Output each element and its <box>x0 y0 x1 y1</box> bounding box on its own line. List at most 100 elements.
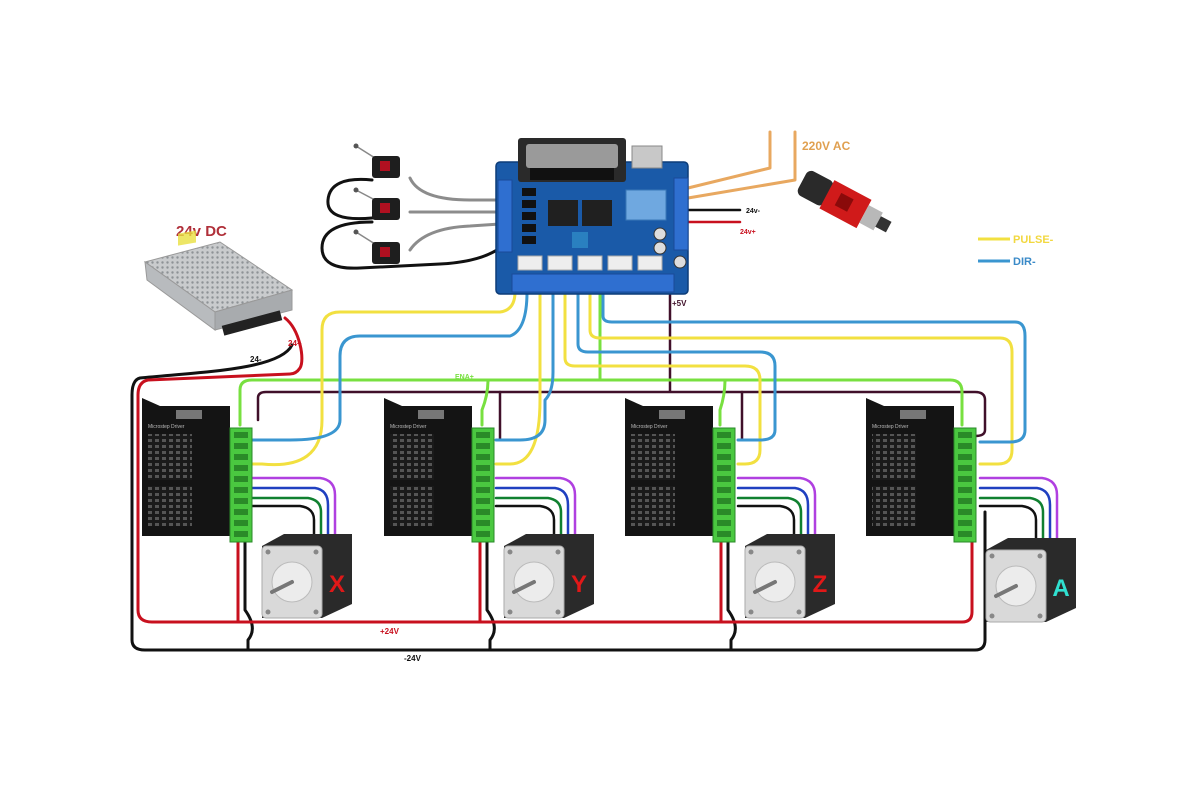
motor-wires-z <box>736 476 817 542</box>
power-supply-front <box>214 289 293 331</box>
five-volt-wire <box>256 288 987 438</box>
motor-x: X <box>261 534 352 619</box>
driver-terminal-block <box>229 427 253 543</box>
relay-neg-label: 24v- <box>746 208 761 215</box>
driver-terminal-block <box>712 427 736 543</box>
motor-wires-y <box>494 476 577 542</box>
driver-dip-switch <box>900 410 926 419</box>
motor-shaft <box>994 584 1018 598</box>
capacitor-1 <box>653 227 667 241</box>
driver-name: Microstep Driver <box>872 424 909 430</box>
driver-setting-table <box>148 434 192 480</box>
legend-pulse-label: PULSE- <box>1013 234 1054 246</box>
motor-axis-letter: Y <box>571 571 587 598</box>
driver-dip-switch <box>418 410 444 419</box>
pos24-bus-wire <box>136 316 974 624</box>
pos-terminal-label: 24+ <box>288 339 302 348</box>
motor-wires-a <box>978 476 1059 547</box>
neg24-drop-x <box>243 510 254 652</box>
dir-wire-x <box>250 290 529 442</box>
limit-switch-y <box>353 187 400 220</box>
dir-wire-z <box>576 290 777 442</box>
limit-switch-x <box>353 143 400 178</box>
ena-drop-y <box>480 378 490 427</box>
driver-dip-switch <box>176 410 202 419</box>
driver-terminal-block <box>953 427 977 543</box>
stepper-drivers: Microstep Driver Microstep Driver Microste… <box>142 398 977 543</box>
dir-wire-y <box>494 290 555 442</box>
neg24-drop-z <box>726 510 737 652</box>
motor-shaft <box>512 580 536 594</box>
driver-setting-table <box>872 434 916 480</box>
driver-current-table <box>631 486 675 526</box>
spindle-collet <box>875 216 892 233</box>
optocouplers <box>522 188 536 244</box>
ac-wire-1 <box>686 130 772 190</box>
neg24-bus-label: -24V <box>404 654 422 663</box>
ac-label: 220V AC <box>802 139 851 153</box>
ena-wire <box>238 288 964 427</box>
legend-dir-label: DIR- <box>1013 256 1036 268</box>
limit-common-wire <box>320 177 502 270</box>
breakout-board: +5V <box>495 138 689 308</box>
spindle-nose <box>859 205 883 231</box>
relay <box>625 189 667 221</box>
limit-switch-z <box>353 229 400 264</box>
limit-switches <box>353 143 400 264</box>
motor-y: Y <box>503 534 594 619</box>
power-supply-terminal-block <box>221 310 283 336</box>
driver-name: Microstep Driver <box>631 424 668 430</box>
motor-shaft <box>753 580 777 594</box>
ic-3 <box>572 232 588 248</box>
left-terminal-block <box>497 179 513 253</box>
pulse-wire-a <box>588 290 1014 466</box>
limit-signal-wire-1 <box>408 176 502 202</box>
bottom-terminal-block <box>511 273 675 293</box>
usb-port <box>631 145 663 169</box>
motor-a: A <box>985 538 1076 623</box>
driver-x: Microstep Driver <box>142 398 253 543</box>
driver-dip-switch <box>659 410 685 419</box>
legend: PULSE- DIR- <box>978 234 1054 268</box>
neg24-bus-wire <box>130 343 987 652</box>
driver-setting-table <box>390 434 434 480</box>
ena-drop-z <box>718 378 727 427</box>
driver-current-table <box>148 486 192 526</box>
driver-current-table <box>390 486 434 526</box>
driver-z: Microstep Driver <box>625 398 736 543</box>
five-volt-label: +5V <box>672 299 687 308</box>
spindle-back <box>797 170 834 206</box>
pos24-bus-label: +24V <box>380 627 400 636</box>
driver-current-table <box>872 486 916 526</box>
driver-y: Microstep Driver <box>384 398 495 543</box>
neg-terminal-label: 24- <box>250 355 262 364</box>
motor-wires-x <box>250 476 337 542</box>
motor-axis-letter: A <box>1052 575 1069 602</box>
axis-headers <box>517 255 663 271</box>
right-terminal-block <box>673 177 689 251</box>
spindle: 220V AC <box>797 139 892 233</box>
ic-1 <box>548 200 578 226</box>
driver-a: Microstep Driver <box>866 398 977 543</box>
relay-pos-label: 24v+ <box>740 229 756 236</box>
ena-bus-label: ENA+ <box>455 374 474 381</box>
motor-z: Z <box>744 534 835 619</box>
capacitor-2 <box>653 241 667 255</box>
motor-axis-letter: Z <box>813 571 828 598</box>
power-supply: 24v DC 24+ 24- <box>143 223 302 364</box>
driver-terminal-block <box>471 427 495 543</box>
dir-wire-a <box>601 290 1027 444</box>
pulse-wire-z <box>563 290 762 466</box>
motor-shaft <box>270 580 294 594</box>
driver-name: Microstep Driver <box>148 424 185 430</box>
driver-name: Microstep Driver <box>390 424 427 430</box>
ic-2 <box>582 200 612 226</box>
limit-signal-wire-3 <box>408 222 502 252</box>
neg24-drop-y <box>485 510 496 652</box>
capacitor-3 <box>673 255 687 269</box>
pulse-wire-x <box>250 290 517 467</box>
power-supply-sticker <box>178 230 196 246</box>
ac-wire-2 <box>686 130 797 200</box>
